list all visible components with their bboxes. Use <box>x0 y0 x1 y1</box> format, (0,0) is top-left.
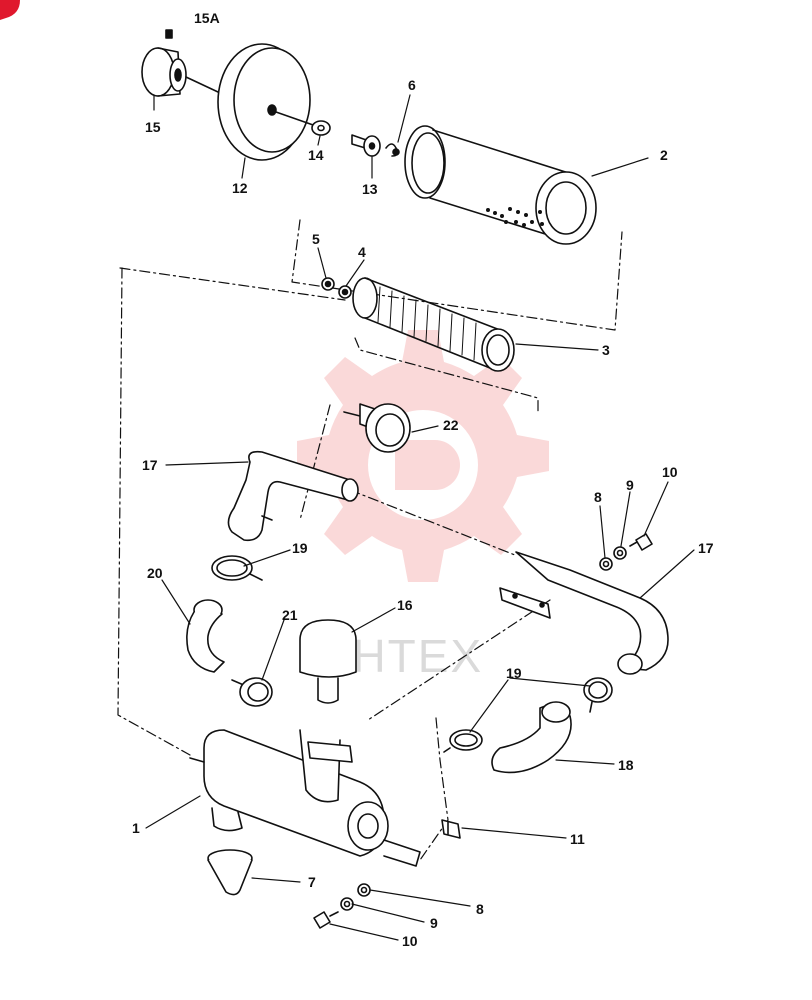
label-17-lower: 17 <box>698 540 714 556</box>
label-17-upper: 17 <box>142 457 158 473</box>
label-16: 16 <box>397 597 413 613</box>
assembly-lines <box>117 219 623 861</box>
corner-badge <box>0 0 20 20</box>
label-8-upper: 8 <box>594 489 602 505</box>
label-21: 21 <box>282 607 298 623</box>
part-10-bolt-lower <box>313 911 339 929</box>
label-15: 15 <box>145 119 161 135</box>
label-1: 1 <box>132 820 140 836</box>
label-9-lower: 9 <box>430 915 438 931</box>
label-12: 12 <box>232 180 248 196</box>
label-15a: 15A <box>194 10 220 26</box>
part-14-washer <box>311 120 331 136</box>
part-13-bolt <box>351 134 381 157</box>
label-13: 13 <box>362 181 378 197</box>
label-14: 14 <box>308 147 324 163</box>
part-15-cap <box>141 47 219 97</box>
label-19-upper: 19 <box>292 540 308 556</box>
parts-artwork <box>117 29 695 941</box>
label-10-lower: 10 <box>402 933 418 949</box>
part-10-bolt-upper <box>629 533 653 551</box>
part-11-clip <box>441 819 461 839</box>
part-22-valve <box>343 403 411 453</box>
label-6: 6 <box>408 77 416 93</box>
label-20: 20 <box>147 565 163 581</box>
leader-lines <box>145 29 695 941</box>
callout-labels: 15A 15 12 14 13 6 2 5 4 3 22 17 8 9 10 1… <box>132 10 714 949</box>
part-9-washer-upper <box>613 546 627 560</box>
part-8-nut-lower <box>357 883 371 897</box>
part-17-lower-hose <box>499 551 669 675</box>
watermark-gear <box>297 330 549 582</box>
label-11: 11 <box>570 831 585 847</box>
part-18-hose <box>491 701 572 774</box>
part-5-nut <box>321 277 335 291</box>
part-4-washer <box>338 285 352 299</box>
part-1-body <box>189 729 421 867</box>
label-4: 4 <box>358 244 366 260</box>
label-8-lower: 8 <box>476 901 484 917</box>
label-9-upper: 9 <box>626 477 634 493</box>
part-21-clamp <box>231 677 273 707</box>
part-19-clamp-left <box>443 729 483 753</box>
part-8-nut-upper <box>599 557 613 571</box>
part-19-clamp-right <box>583 677 613 713</box>
label-5: 5 <box>312 231 320 247</box>
part-12-cover <box>217 43 317 161</box>
part-20-elbow-hose <box>186 599 225 673</box>
part-17-upper-hose <box>227 450 359 542</box>
label-7: 7 <box>308 874 316 890</box>
part-2-outer-filter <box>404 125 597 245</box>
label-10-upper: 10 <box>662 464 678 480</box>
label-2: 2 <box>660 147 668 163</box>
part-6-clip <box>385 143 400 157</box>
label-3: 3 <box>602 342 610 358</box>
part-7-cup <box>207 849 253 896</box>
part-9-washer-lower <box>340 897 354 911</box>
part-16-rain-cap <box>299 619 357 704</box>
label-18: 18 <box>618 757 634 773</box>
part-3-inner-filter <box>352 277 515 372</box>
label-22: 22 <box>443 417 459 433</box>
part-19-clamp-upper <box>211 555 263 581</box>
label-19-lower: 19 <box>506 665 522 681</box>
